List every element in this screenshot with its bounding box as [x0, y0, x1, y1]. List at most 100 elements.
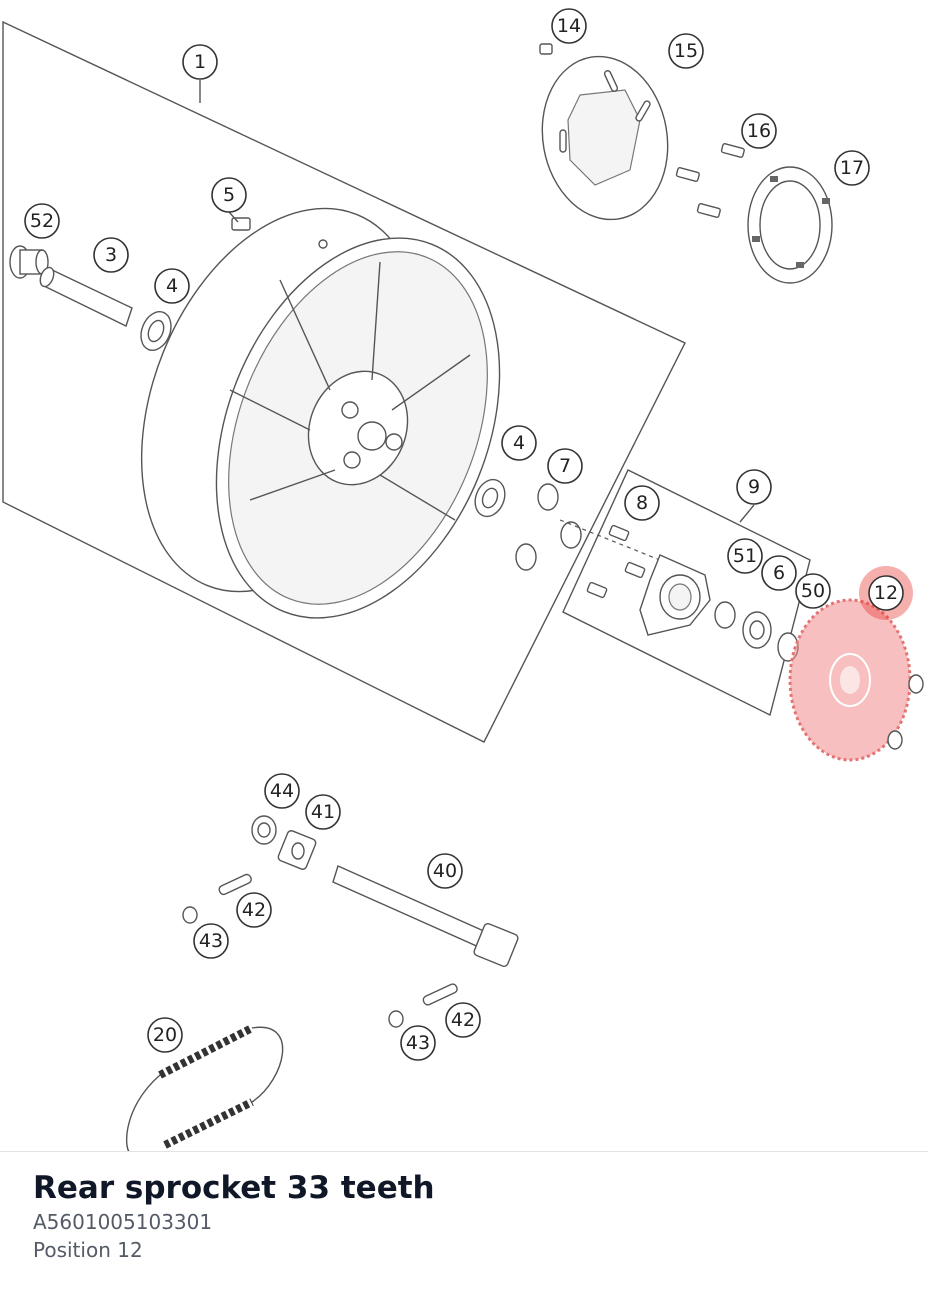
callout-20[interactable]: 20: [147, 1017, 183, 1053]
callout-17[interactable]: 17: [834, 150, 870, 186]
callout-circle: [668, 33, 704, 69]
callout-number: 17: [840, 157, 864, 179]
spacer-part-44[interactable]: [251, 815, 277, 845]
rear-wheel[interactable]: [88, 167, 552, 661]
screw-part-16[interactable]: [675, 143, 745, 218]
callout-3[interactable]: 3: [93, 237, 129, 273]
sprocket-carrier-part-9[interactable]: [639, 554, 711, 636]
callout-circle: [147, 1017, 183, 1053]
callout-circle: [305, 794, 341, 830]
callout-number: 43: [406, 1032, 430, 1054]
part-title: Rear sprocket 33 teeth: [33, 1170, 435, 1206]
callout-7[interactable]: 7: [547, 448, 583, 484]
callout-16[interactable]: 16: [741, 113, 777, 149]
callout-40[interactable]: 40: [427, 853, 463, 889]
callout-circle: [182, 44, 218, 80]
callout-50[interactable]: 50: [795, 573, 831, 609]
callout-circle: [624, 485, 660, 521]
callout-circle: [154, 268, 190, 304]
callout-number: 20: [153, 1024, 177, 1046]
callout-number: 44: [270, 780, 294, 802]
callout-44[interactable]: 44: [264, 773, 300, 809]
nut-part-12[interactable]: [887, 674, 924, 750]
pulse-ring-part-17[interactable]: [747, 166, 833, 284]
spacer-part-7[interactable]: [515, 483, 582, 571]
callout-41[interactable]: 41: [305, 794, 341, 830]
callout-4[interactable]: 4: [154, 268, 190, 304]
callout-circle: [264, 773, 300, 809]
bolt-part-8[interactable]: [586, 524, 646, 599]
callout-number: 9: [748, 476, 760, 498]
callout-5[interactable]: 5: [211, 177, 247, 213]
callout-number: 15: [674, 40, 698, 62]
bearing-part-4-left[interactable]: [136, 307, 177, 355]
callout-circle: [741, 113, 777, 149]
callout-9[interactable]: 9: [736, 469, 772, 505]
callout-42[interactable]: 42: [445, 1002, 481, 1038]
callout-number: 14: [557, 15, 581, 37]
callout-number: 3: [105, 244, 117, 266]
adjusting-screw-part-42[interactable]: [218, 873, 459, 1006]
callout-circle: [24, 203, 60, 239]
brake-disc-part-15[interactable]: [530, 46, 681, 229]
chain-adjuster-part-41[interactable]: [277, 830, 317, 871]
callout-number: 41: [311, 801, 335, 823]
callout-number: 1: [194, 51, 206, 73]
callout-circle: [400, 1025, 436, 1061]
callout-circle: [727, 538, 763, 574]
chain-part-20[interactable]: [126, 1024, 284, 1152]
callout-circle: [193, 923, 229, 959]
axle-part-40[interactable]: [332, 865, 519, 968]
callout-43[interactable]: 43: [400, 1025, 436, 1061]
valve-part-5[interactable]: [228, 211, 251, 231]
callout-number: 6: [773, 562, 785, 584]
callout-52[interactable]: 52: [24, 203, 60, 239]
callout-51[interactable]: 51: [727, 538, 763, 574]
callout-circle: [236, 892, 272, 928]
callout-number: 52: [30, 210, 54, 232]
callout-number: 7: [559, 455, 571, 477]
seal-part-51[interactable]: [714, 601, 736, 629]
bearing-part-6[interactable]: [742, 611, 772, 649]
callout-number: 16: [747, 120, 771, 142]
wheel-assembly-frame: [2, 20, 686, 743]
callout-42[interactable]: 42: [236, 892, 272, 928]
callout-15[interactable]: 15: [668, 33, 704, 69]
callout-number: 8: [636, 492, 648, 514]
exploded-parts-diagram: 1344552789516501214151617444140424342432…: [2, 8, 924, 1152]
callout-circle: [761, 555, 797, 591]
part-number: A5601005103301: [33, 1210, 213, 1234]
callout-number: 42: [451, 1009, 475, 1031]
callout-6[interactable]: 6: [761, 555, 797, 591]
callout-number: 51: [733, 545, 757, 567]
callout-number: 50: [801, 580, 825, 602]
callout-8[interactable]: 8: [624, 485, 660, 521]
callout-circle: [795, 573, 831, 609]
callout-1[interactable]: 1: [182, 44, 218, 80]
callout-12-highlighted[interactable]: 12: [859, 566, 913, 620]
callout-number: 4: [166, 275, 178, 297]
part-info-panel: Rear sprocket 33 teeth A5601005103301 Po…: [33, 1168, 435, 1264]
callout-number: 42: [242, 899, 266, 921]
callout-circle: [736, 469, 772, 505]
callout-43[interactable]: 43: [193, 923, 229, 959]
callout-14[interactable]: 14: [551, 8, 587, 44]
part-position: Position 12: [33, 1238, 143, 1262]
callout-circle: [501, 425, 537, 461]
callout-circle: [834, 150, 870, 186]
callout-4[interactable]: 4: [501, 425, 537, 461]
screw-part-14[interactable]: [539, 43, 553, 55]
divider: [0, 1151, 928, 1152]
callout-number: 4: [513, 432, 525, 454]
callout-number: 12: [874, 582, 898, 604]
callout-circle: [547, 448, 583, 484]
callout-circle: [211, 177, 247, 213]
nut-part-43[interactable]: [182, 906, 404, 1028]
callout-number: 5: [223, 184, 235, 206]
callout-circle: [868, 575, 904, 611]
callout-circle: [427, 853, 463, 889]
spacer-part-52[interactable]: [9, 245, 49, 279]
bearing-part-4-right[interactable]: [470, 475, 510, 521]
sleeve-part-3[interactable]: [38, 265, 133, 327]
